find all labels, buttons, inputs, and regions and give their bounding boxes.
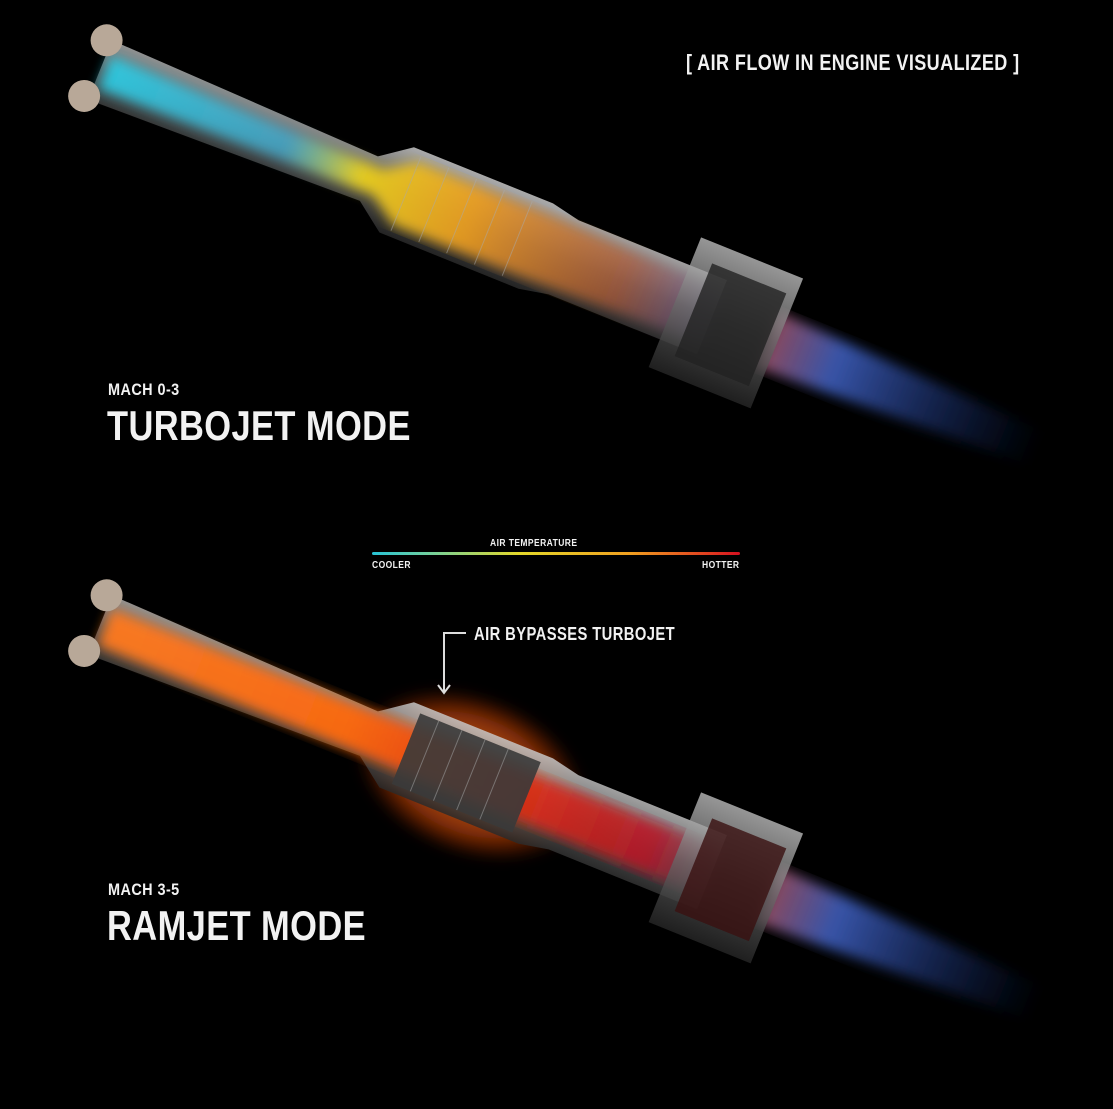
ramjet-mode-label: RAMJET MODE (107, 902, 367, 949)
legend-title: AIR TEMPERATURE (490, 538, 578, 549)
turbojet-mode-label: TURBOJET MODE (107, 402, 411, 449)
exhaust-plume (756, 311, 1044, 466)
inlet-dish (90, 24, 123, 57)
legend-low-label: COOLER (372, 560, 411, 571)
turbojet-engine (68, 24, 1044, 466)
ramjet-mach-range: MACH 3-5 (108, 880, 180, 899)
bypass-annotation: AIR BYPASSES TURBOJET (474, 624, 676, 644)
temperature-gradient-bar (372, 552, 740, 555)
legend-high-label: HOTTER (702, 560, 740, 571)
exhaust-plume (756, 866, 1044, 1021)
page-title: [ AIR FLOW IN ENGINE VISUALIZED ] (686, 50, 1020, 75)
ramjet-engine (68, 579, 1044, 1021)
bypass-arrow-icon (437, 632, 466, 695)
turbojet-core (391, 713, 541, 833)
turbojet-mach-range: MACH 0-3 (108, 380, 180, 399)
inlet-dish (90, 579, 123, 612)
airflow-stream (97, 55, 723, 344)
